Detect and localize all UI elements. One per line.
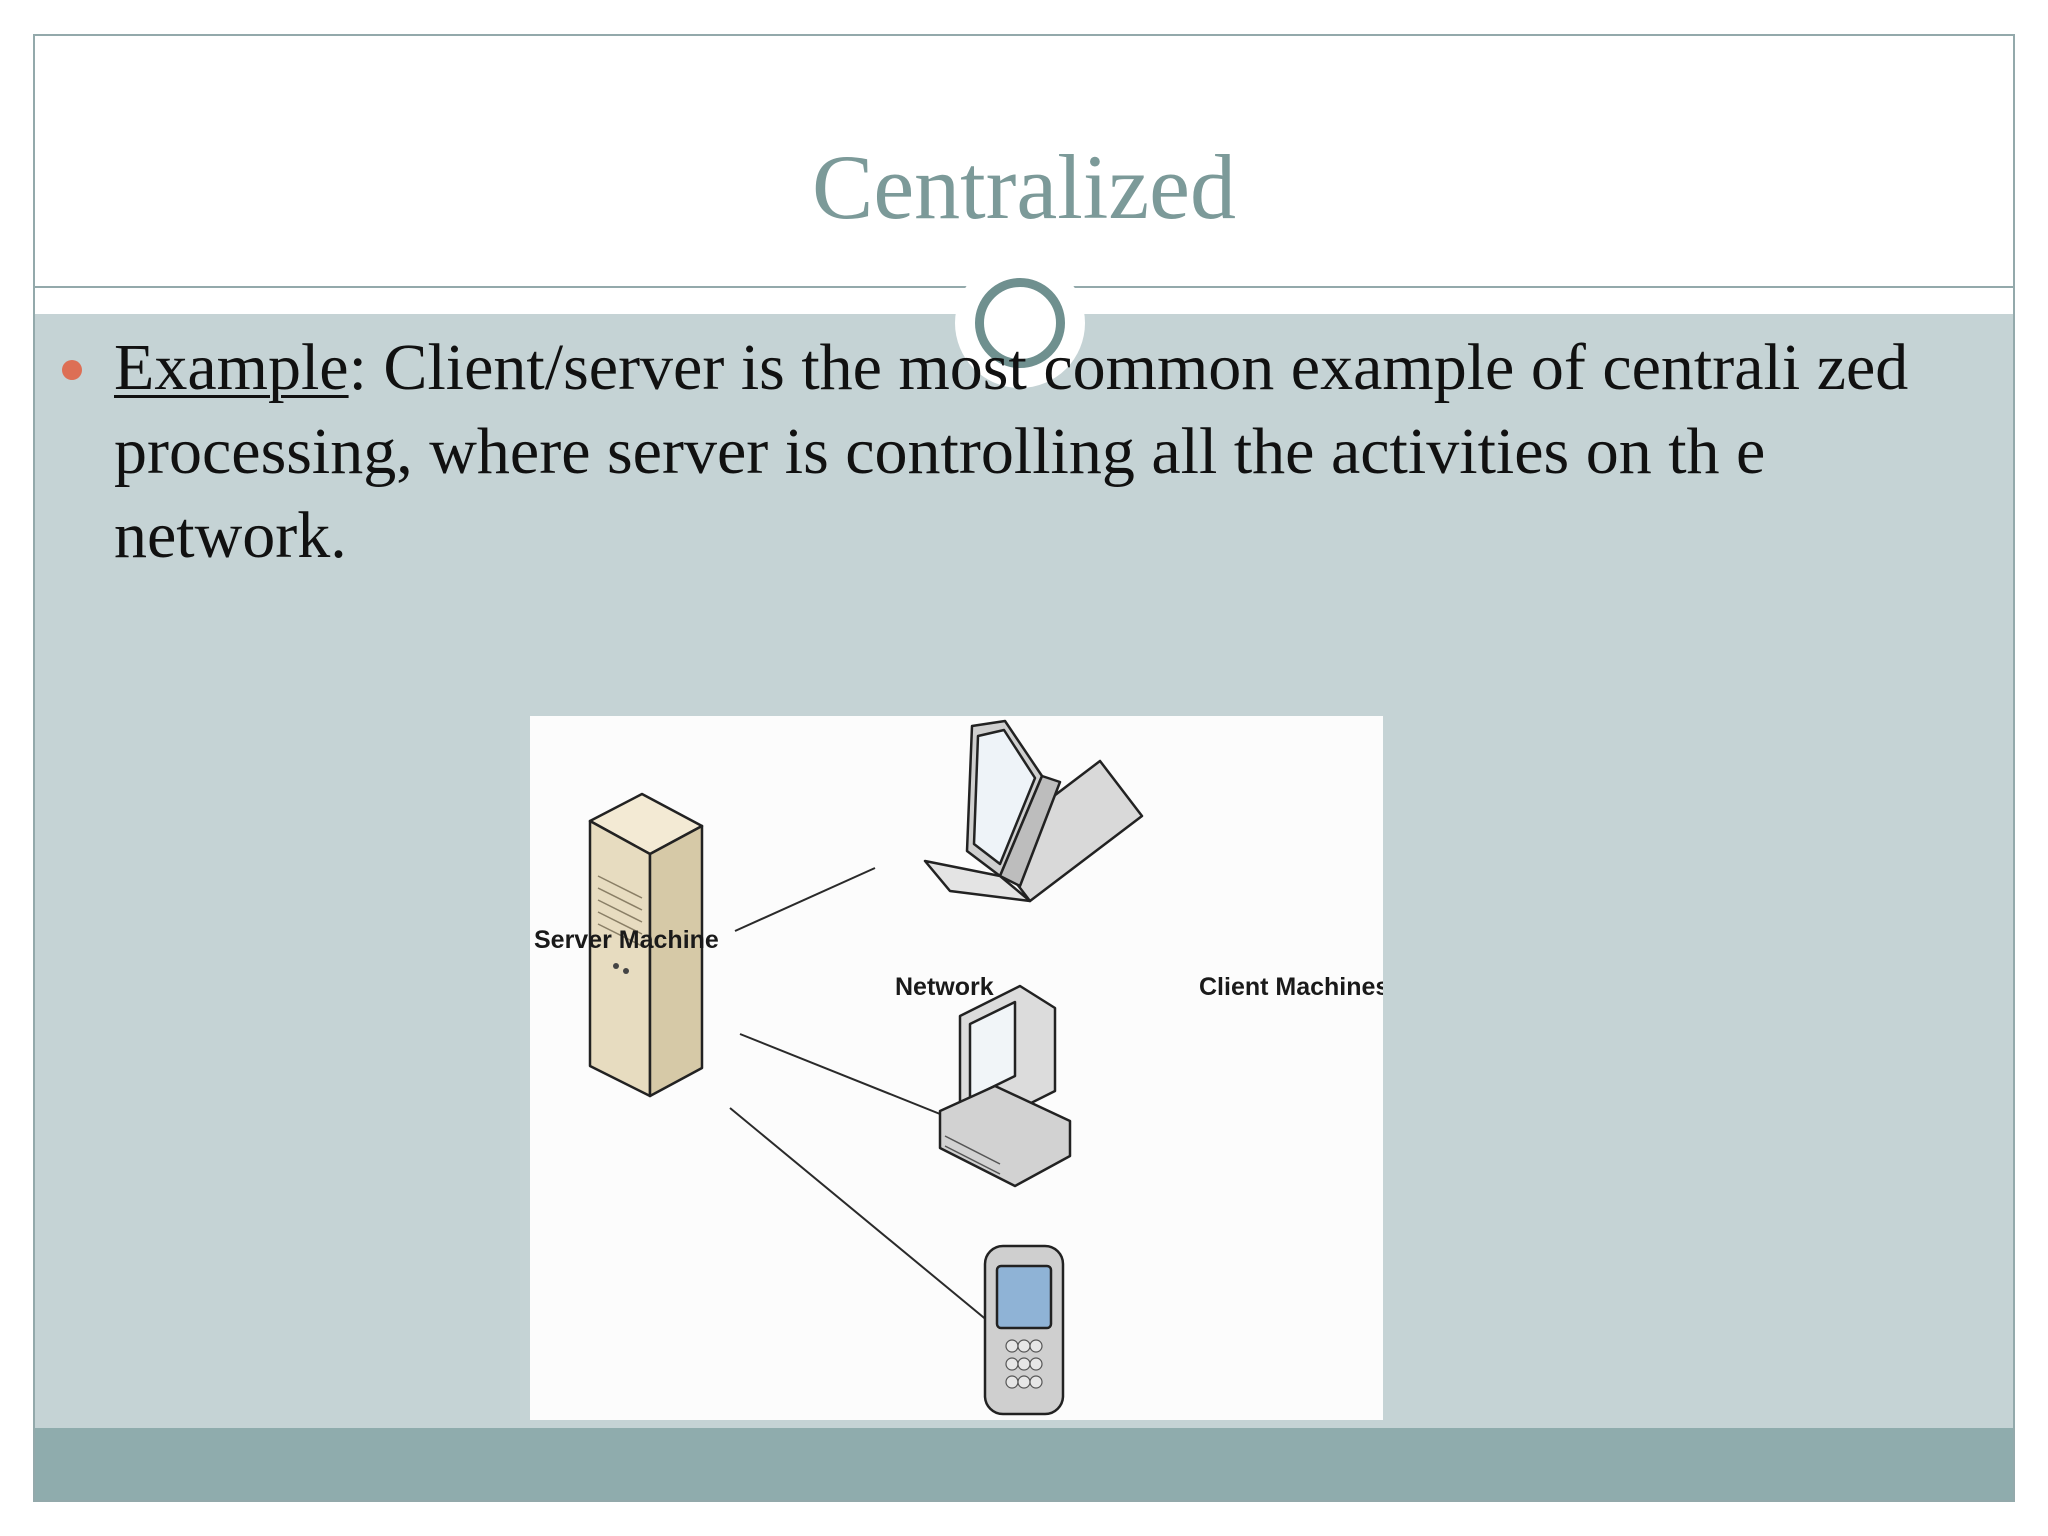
bullet-marker [62,360,82,380]
client-server-diagram: Server Machine Network Client Machines [530,716,1383,1420]
network-label: Network [895,973,994,1001]
server-tower-icon [588,792,704,1098]
desktop-computer-icon [938,984,1072,1188]
mobile-phone-icon [983,1244,1065,1416]
network-lines [729,867,1001,1332]
slide-title: Centralized [811,136,1237,238]
bullet-separator: : [348,331,367,404]
server-machine-label: Server Machine [534,926,719,954]
footer-band [35,1428,2013,1500]
client-machines-label: Client Machines [1199,973,1383,1001]
bullet-paragraph: Example: Client/server is the most commo… [114,326,1954,578]
slide-frame: Centralized [33,34,2015,1502]
header-circle-ornament [975,278,1065,368]
bullet-keyword: Example [114,331,349,404]
bullet-body-text: Client/server is the most common example… [114,331,1909,572]
laptop-icon [923,719,1144,903]
